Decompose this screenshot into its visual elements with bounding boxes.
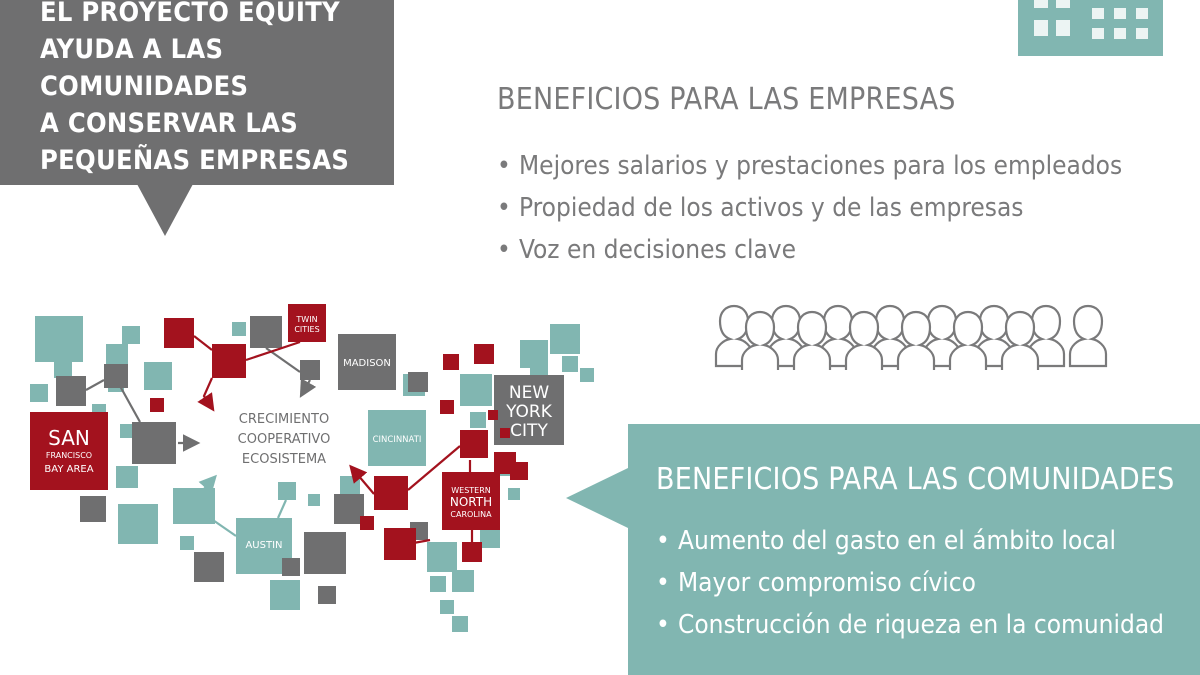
city-label: SAN	[48, 426, 90, 450]
community-callout	[628, 424, 1200, 675]
bullet: •	[497, 235, 511, 265]
city-label: CAROLINA	[450, 510, 492, 519]
people-group-icon	[714, 304, 1108, 370]
bullet: •	[497, 193, 511, 223]
list-item: • Propiedad de los activos y de las empre…	[497, 187, 1122, 229]
company-benefits-heading: BENEFICIOS PARA LAS EMPRESAS	[497, 82, 956, 117]
intro-title-line: EL PROYECTO EQUITY	[40, 0, 340, 28]
bullet: •	[656, 526, 670, 556]
list-item-text: Mejores salarios y prestaciones para los…	[519, 151, 1123, 181]
intro-callout	[0, 0, 394, 185]
list-item: • Voz en decisiones clave	[497, 229, 1122, 271]
city-label-madison: MADISON	[343, 358, 391, 369]
teal-squares	[30, 316, 594, 632]
center-label: COOPERATIVO	[238, 432, 331, 447]
city-label-cincinnati: CINCINNATI	[373, 435, 422, 445]
city-western-north-carolina	[442, 472, 500, 530]
intro-title-line: PEQUEÑAS EMPRESAS	[40, 145, 350, 176]
city-label: CITY	[510, 421, 548, 441]
list-item-text: Aumento del gasto en el ámbito local	[678, 526, 1117, 556]
center-label: CRECIMIENTO	[239, 412, 329, 427]
community-callout-pointer	[566, 468, 628, 528]
bullet: •	[656, 568, 670, 598]
intro-title-line: A CONSERVAR LAS	[40, 108, 299, 139]
list-item-text: Voz en decisiones clave	[519, 235, 797, 265]
red-squares	[150, 304, 528, 562]
intro-callout-pointer	[137, 184, 193, 236]
company-benefits-list: • Mejores salarios y prestaciones para lo…	[497, 145, 1122, 271]
gray-squares	[56, 316, 564, 604]
list-item-text: Propiedad de los activos y de las empres…	[519, 193, 1024, 223]
list-item: • Mayor compromiso cívico	[656, 562, 1164, 604]
city-label: YORK	[505, 402, 553, 422]
intro-title: EL PROYECTO EQUITY AYUDA A LAS COMUNIDAD…	[40, 0, 390, 179]
list-item: • Construcción de riqueza en la comunidad	[656, 604, 1164, 646]
list-item: • Mejores salarios y prestaciones para lo…	[497, 145, 1122, 187]
city-label: TWIN	[295, 315, 317, 324]
bullet: •	[656, 610, 670, 640]
city-label: WESTERN	[451, 486, 491, 495]
city-label: NEW	[509, 383, 549, 403]
map-arrows	[85, 335, 474, 546]
list-item: • Aumento del gasto en el ámbito local	[656, 520, 1164, 562]
community-benefits-heading: BENEFICIOS PARA LAS COMUNIDADES	[656, 462, 1175, 497]
bullet: •	[497, 151, 511, 181]
us-cooperative-map: SAN FRANCISCO BAY AREA TWIN CITIES MADIS…	[30, 304, 594, 632]
city-label: BAY AREA	[44, 464, 93, 475]
city-label: FRANCISCO	[46, 451, 92, 460]
building-icon	[1018, 0, 1163, 56]
city-san-francisco	[30, 412, 108, 490]
center-label: ECOSISTEMA	[242, 452, 326, 467]
city-label: CITIES	[294, 325, 319, 334]
city-label-austin: AUSTIN	[245, 540, 282, 551]
list-item-text: Construcción de riqueza en la comunidad	[678, 610, 1165, 640]
list-item-text: Mayor compromiso cívico	[678, 568, 976, 598]
city-label: NORTH	[450, 495, 492, 509]
community-benefits-list: • Aumento del gasto en el ámbito local • M…	[656, 520, 1164, 646]
intro-title-line: AYUDA A LAS COMUNIDADES	[40, 34, 249, 102]
